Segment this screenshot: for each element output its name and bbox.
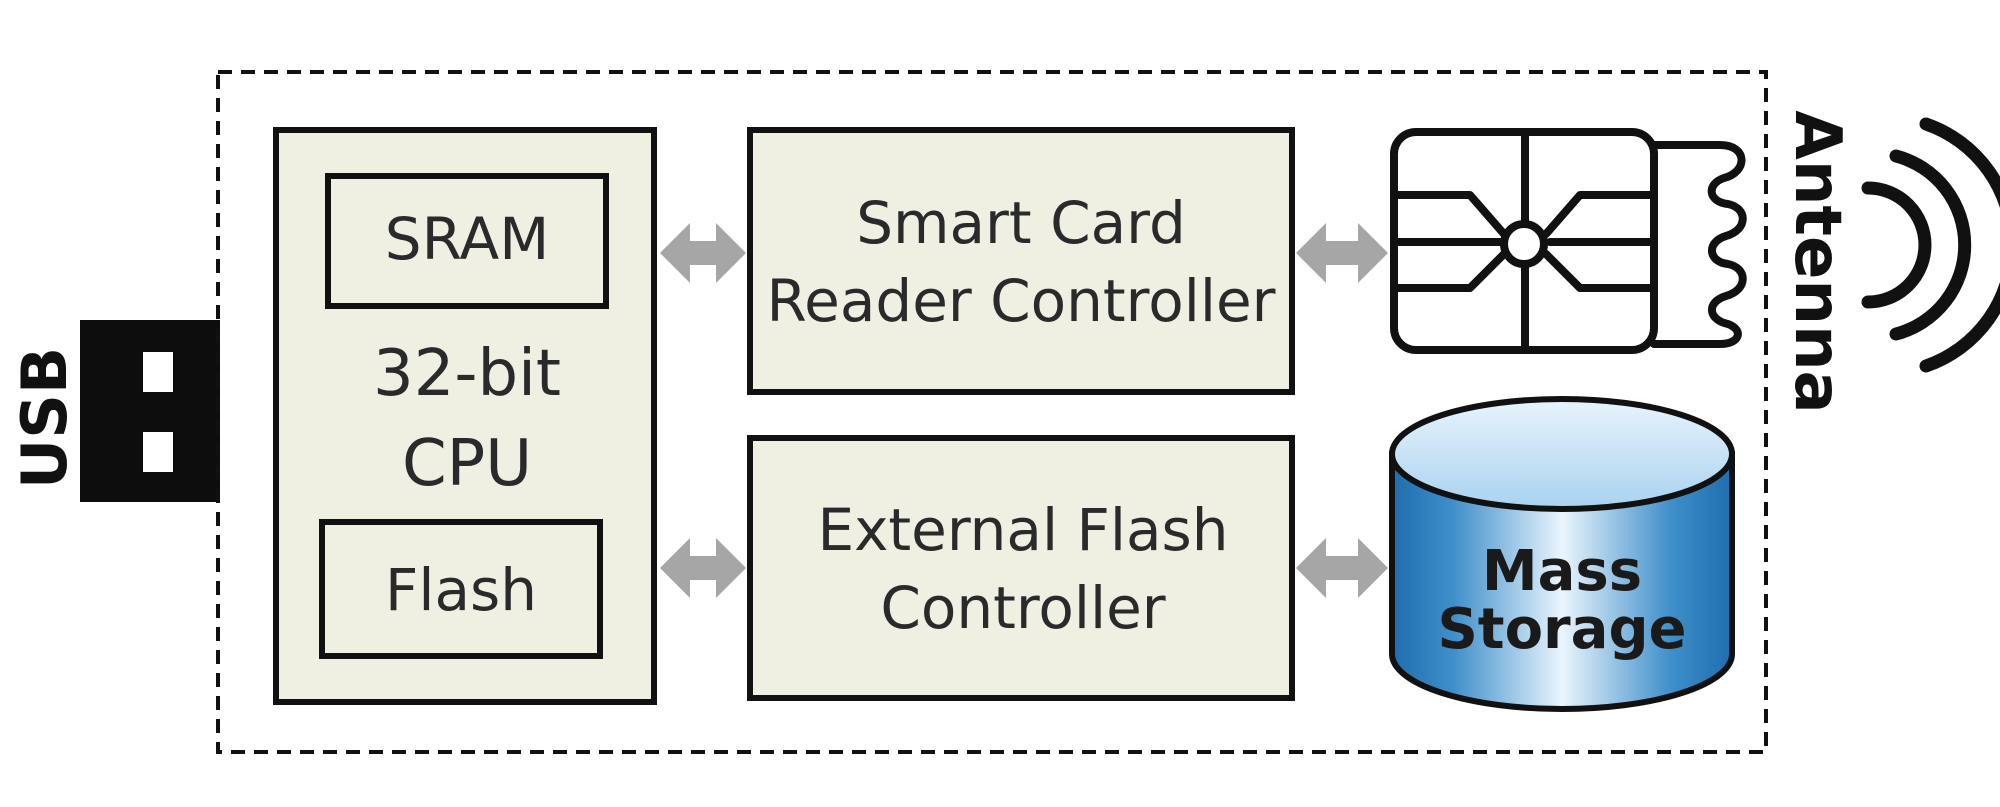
external-flash-controller-line1: External Flash [817,496,1228,564]
antenna-coil [1650,141,1747,348]
arrow-cpu-smartcard [660,223,746,283]
arrow-flash-storage [1296,538,1388,598]
smart-card-controller-line2: Reader Controller [766,267,1275,335]
external-flash-controller: External Flash Controller [747,435,1295,701]
antenna-label: Antenna [1780,110,1854,413]
smart-card-reader-controller: Smart Card Reader Controller [747,127,1295,395]
usb-connector [80,320,220,502]
usb-label: USB [8,347,81,489]
mass-storage-icon: Mass Storage [1389,396,1735,712]
mass-storage-label-line1: Mass [1482,539,1642,604]
cpu-label-line1: 32-bit [373,337,561,411]
sram-label: SRAM [385,205,549,273]
wireless-signal-icon [1861,117,2000,373]
smart-card-controller-line1: Smart Card [856,189,1186,257]
arrow-smartcard-chip [1296,223,1388,283]
external-flash-controller-line2: Controller [880,574,1165,642]
cpu-label-line2: CPU [402,427,532,501]
arrow-cpu-external-flash [660,538,746,598]
cpu-block: SRAM 32-bit CPU Flash [273,127,657,705]
mass-storage-label-line2: Storage [1437,597,1686,662]
flash-box [319,519,603,659]
smart-card-chip-icon [1390,128,1747,354]
device-boundary [216,70,1768,754]
usb-pin-lower [143,432,173,472]
sram-box [325,173,609,309]
usb-pin-upper [143,352,173,392]
flash-label: Flash [385,556,537,624]
